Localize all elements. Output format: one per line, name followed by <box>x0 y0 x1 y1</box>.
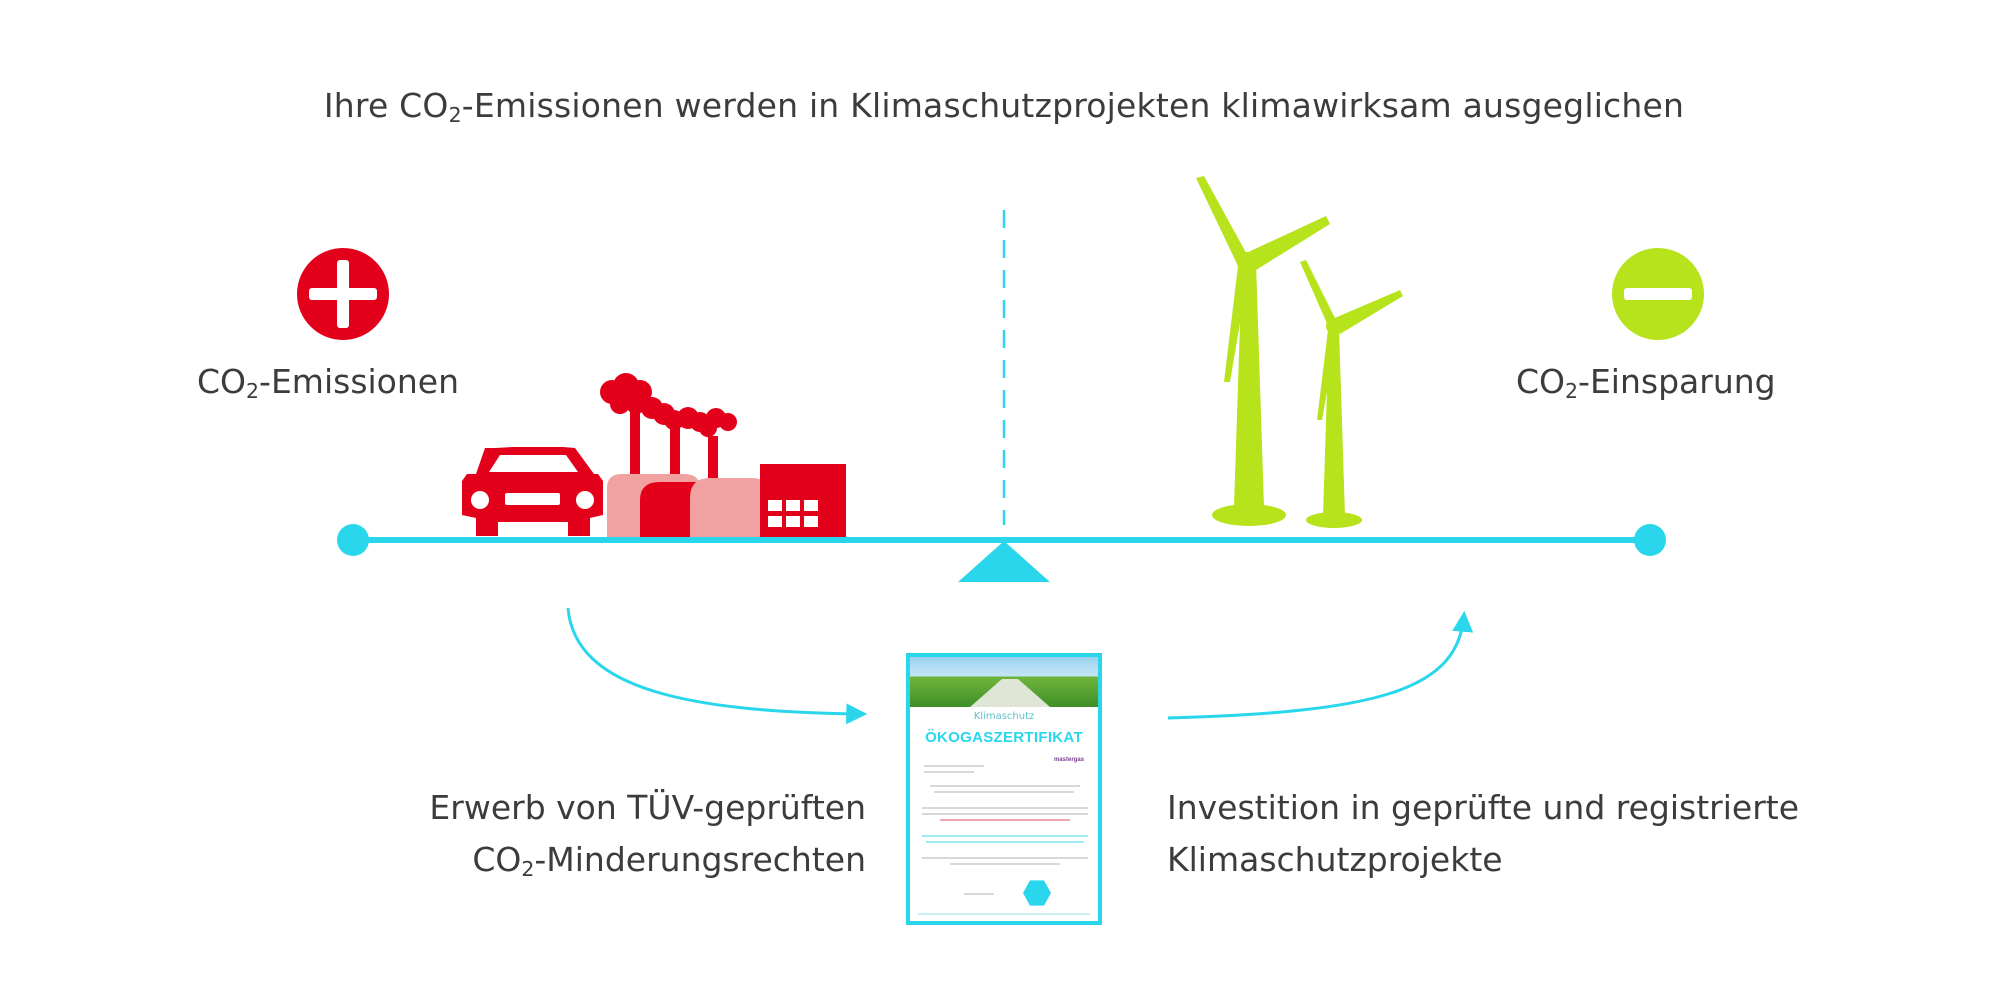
plus-circle-icon <box>297 248 389 340</box>
minus-circle-icon <box>1612 248 1704 340</box>
certificate-signature <box>964 893 994 895</box>
certificate-photo <box>910 657 1098 707</box>
beam-end-right <box>1634 524 1666 556</box>
certificate-text-line <box>930 785 1080 787</box>
certificate-logo: mastergas <box>1053 757 1084 763</box>
certificate-text-line <box>922 813 1088 815</box>
emissions-label: CO2-Emissionen <box>197 362 459 404</box>
arrow-to-certificate <box>566 607 868 725</box>
beam-end-left <box>337 524 369 556</box>
certificate-title: ÖKOGASZERTIFIKAT <box>925 729 1083 746</box>
factory-icon <box>600 373 846 540</box>
investment-caption: Investition in geprüfte und registrierte… <box>1167 788 1800 879</box>
certificate-text-line <box>940 819 1070 821</box>
certificate-text-line <box>950 863 1060 865</box>
certificate-text-line <box>922 835 1088 837</box>
certificate-document: Klimaschutz ÖKOGASZERTIFIKAT mastergas <box>906 653 1102 925</box>
certificate-text-line <box>924 765 984 767</box>
certificate-text-line <box>924 771 974 773</box>
savings-label: CO2-Einsparung <box>1516 362 1776 404</box>
purchase-caption: Erwerb von TÜV-geprüften CO2-Minderungsr… <box>429 788 866 882</box>
fulcrum-triangle <box>958 541 1050 582</box>
wind-turbine-icon <box>1300 260 1403 528</box>
certificate-brand: Klimaschutz <box>973 711 1035 722</box>
certificate-seal-icon <box>1023 880 1051 906</box>
car-icon <box>462 447 603 536</box>
certificate-text-line <box>922 807 1088 809</box>
diagram-title: Ihre CO2-Emissionen werden in Klimaschut… <box>323 86 1685 128</box>
certificate-footer <box>918 913 1090 915</box>
wind-turbine-icon <box>1196 176 1330 526</box>
arrow-to-projects <box>1167 610 1474 720</box>
certificate-text-line <box>934 791 1074 793</box>
certificate-text-line <box>926 841 1084 843</box>
certificate-text-line <box>922 857 1088 859</box>
